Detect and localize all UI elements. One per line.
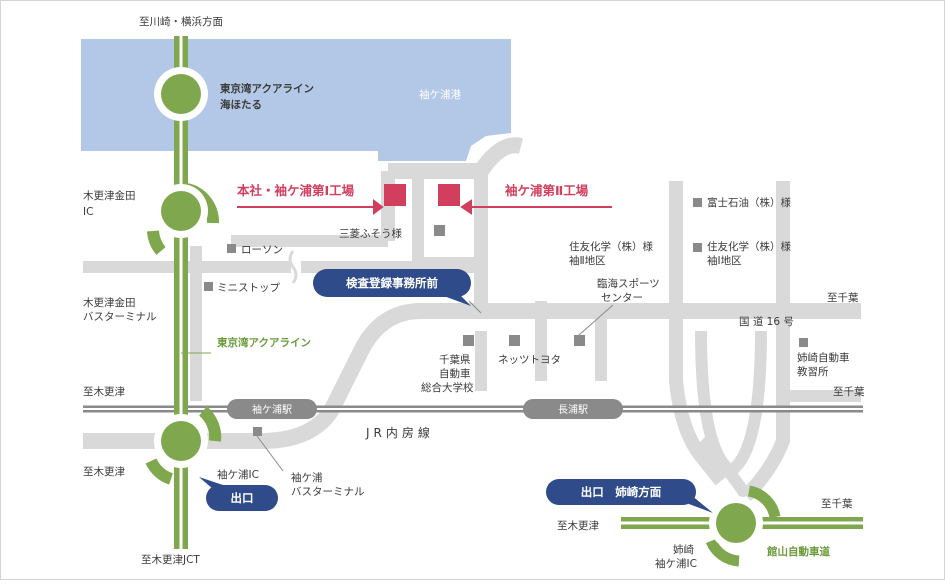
label-head-office: 本社・袖ケ浦第Ⅰ工場 <box>237 183 355 198</box>
label-sodegaura-ic: 袖ケ浦IC <box>217 468 259 481</box>
head-office-marker <box>384 184 406 206</box>
label-tateyama: 館山自動車道 <box>766 545 830 558</box>
label-kaneda-ic-1: 木更津金田 <box>83 189 136 202</box>
label-kaneda-bus-1: 木更津金田 <box>83 296 136 309</box>
callout-exit1[interactable]: 出口 <box>199 477 278 511</box>
interchange-circles <box>154 67 763 550</box>
label-top-direction: 至川崎・横浜方面 <box>139 15 223 28</box>
label-lawson: ローソン <box>241 244 283 256</box>
leader-lines <box>181 300 614 472</box>
label-anegasaki-school-2: 教習所 <box>797 365 829 378</box>
map-labels: 至川崎・横浜方面 東京湾アクアライン 海ほたる 袖ケ浦港 木更津金田 IC 本社… <box>83 15 865 570</box>
label-port: 袖ケ浦港 <box>419 88 461 101</box>
label-to-chiba-2: 至千葉 <box>833 385 865 398</box>
label-sumitomo1-1: 住友化学（株）様 <box>707 240 791 253</box>
factory-markers <box>237 184 612 215</box>
label-anegasaki-school-1: 姉崎自動車 <box>797 351 850 364</box>
head-office-arrow <box>237 199 384 215</box>
label-sports-2: センター <box>601 292 643 304</box>
label-route16: 国 道 16 号 <box>739 315 794 328</box>
factory2-arrow <box>460 199 612 215</box>
label-to-kisarazu-3: 至木更津 <box>557 520 599 532</box>
station-nagaura[interactable]: 長浦駅 <box>523 399 623 419</box>
callout-exit1-label: 出口 <box>231 491 254 505</box>
label-jr-line: JR内房線 <box>365 425 434 440</box>
label-chiba-school-1: 千葉県 <box>439 353 471 366</box>
label-kaneda-bus-2: バスターミナル <box>83 311 157 323</box>
label-factory2: 袖ケ浦第Ⅱ工場 <box>505 183 589 198</box>
label-anegasaki-ic-2: 袖ケ浦IC <box>655 557 697 570</box>
road-break-mark <box>288 250 298 284</box>
callout-inspection-label: 検査登録事務所前 <box>346 276 438 290</box>
label-sports-1: 臨海スポーツ <box>597 277 660 290</box>
label-sodegaura-bus-1: 袖ケ浦 <box>291 471 323 484</box>
label-to-kisarazu-1: 至木更津 <box>83 386 125 398</box>
station-sodegaura-label: 袖ケ浦駅 <box>252 403 292 416</box>
callout-exit2[interactable]: 出口 姉崎方面 <box>546 479 713 513</box>
label-to-kisarazu-2: 至木更津 <box>83 466 125 478</box>
label-sodegaura-bus-2: バスターミナル <box>291 486 365 498</box>
label-sumitomo2-1: 住友化学（株）様 <box>569 240 653 253</box>
label-chiba-school-2: 自動車 <box>439 367 471 380</box>
label-to-chiba-3: 至千葉 <box>821 497 853 510</box>
station-nagaura-label: 長浦駅 <box>558 403 588 416</box>
label-umihotaru-2: 海ほたる <box>220 98 262 111</box>
label-aqualine: 東京湾アクアライン <box>217 336 311 349</box>
label-anegasaki-ic-1: 姉崎 <box>673 543 694 556</box>
label-to-chiba-1: 至千葉 <box>827 291 859 304</box>
label-chiba-school-3: 総合大学校 <box>421 381 474 394</box>
label-fuji-oil: 富士石油（株）様 <box>707 196 791 209</box>
label-kaneda-ic-2: IC <box>83 206 93 218</box>
label-jct: 至木更津JCT <box>141 554 200 566</box>
factory2-marker <box>438 184 460 206</box>
label-sumitomo2-2: 袖Ⅱ地区 <box>569 254 606 267</box>
station-sodegaura[interactable]: 袖ケ浦駅 <box>227 399 317 419</box>
label-mitsubishi: 三菱ふそう様 <box>339 227 402 240</box>
label-ministop: ミニストップ <box>217 282 280 294</box>
callout-inspection[interactable]: 検査登録事務所前 <box>313 269 471 306</box>
poi-markers <box>204 198 808 436</box>
label-netz: ネッツトヨタ <box>498 354 561 366</box>
label-umihotaru-1: 東京湾アクアライン <box>220 82 314 95</box>
label-sumitomo1-2: 袖Ⅰ地区 <box>707 254 742 267</box>
callout-exit2-label: 出口 姉崎方面 <box>581 485 662 499</box>
